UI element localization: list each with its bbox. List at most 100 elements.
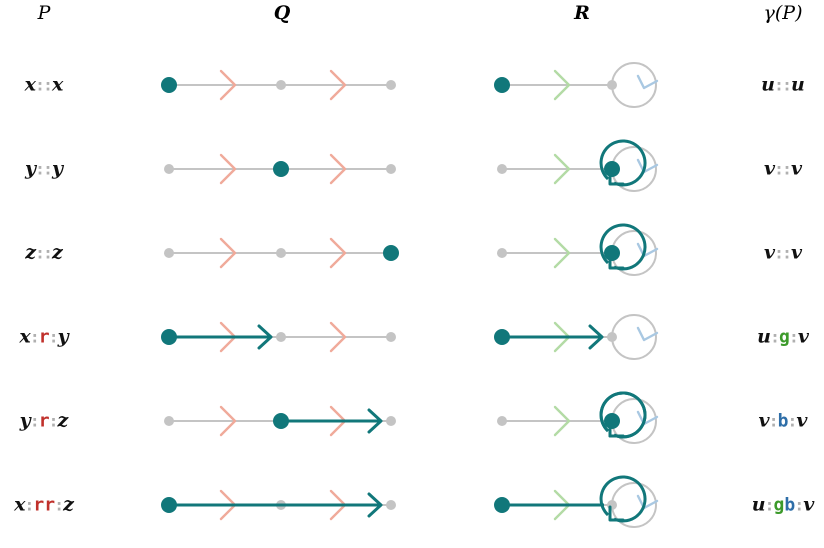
q-path-arrowhead xyxy=(257,324,273,350)
gamma-path-text: u::u xyxy=(761,74,805,97)
r-path-loop xyxy=(599,475,647,523)
path-end-vertex: x xyxy=(52,73,64,96)
path-label-letter: b xyxy=(784,494,796,516)
path-separator: : xyxy=(796,496,803,515)
r-path-start-node xyxy=(494,497,510,513)
p-path-text: x::x xyxy=(25,74,64,97)
path-label: r xyxy=(39,327,50,348)
path-start-vertex: x xyxy=(19,325,31,348)
path-separator: : xyxy=(784,244,790,263)
q-edge-arrow xyxy=(329,237,347,269)
path-end-vertex: z xyxy=(52,241,63,264)
path-start-vertex: x xyxy=(24,73,36,96)
path-start-vertex: z xyxy=(25,241,36,264)
path-start-vertex: y xyxy=(19,409,31,432)
path-separator: : xyxy=(776,160,782,179)
path-separator: : xyxy=(37,244,43,263)
q-path-start-node xyxy=(273,413,289,429)
header-p: P xyxy=(37,2,51,24)
r-edge-arrow xyxy=(553,237,571,269)
r-path-start-node xyxy=(494,329,510,345)
path-label-letter: r xyxy=(38,410,50,432)
path-separator: : xyxy=(50,328,57,347)
path-end-vertex: u xyxy=(791,73,805,96)
path-label: b xyxy=(778,411,789,432)
path-separator: : xyxy=(56,496,63,515)
r-path-loop xyxy=(599,139,647,187)
q-node xyxy=(386,416,396,426)
p-path-text: x:rr:z xyxy=(14,494,74,517)
p-path-text: x:r:y xyxy=(19,326,68,349)
q-edge-arrow xyxy=(329,69,347,101)
path-label-letter: b xyxy=(777,410,789,432)
r-path-loop xyxy=(599,223,647,271)
path-start-vertex: u xyxy=(757,325,771,348)
path-start-vertex: y xyxy=(24,157,36,180)
path-start-vertex: x xyxy=(14,493,26,516)
q-node xyxy=(164,248,174,258)
r-node xyxy=(607,332,617,342)
path-end-vertex: v xyxy=(791,157,803,180)
path-separator: : xyxy=(776,244,782,263)
path-end-vertex: v xyxy=(797,325,809,348)
r-node xyxy=(607,80,617,90)
path-separator: : xyxy=(766,496,773,515)
q-edge-arrow xyxy=(219,69,237,101)
q-node xyxy=(276,248,286,258)
q-node xyxy=(386,80,396,90)
q-path-start-node xyxy=(161,77,177,93)
path-label: rr xyxy=(33,495,55,516)
header-r: R xyxy=(574,2,590,24)
r-edge-arrow xyxy=(553,69,571,101)
path-end-vertex: z xyxy=(63,493,74,516)
path-start-vertex: u xyxy=(751,493,766,516)
r-edge-arrow xyxy=(553,405,571,437)
path-label-letter: g xyxy=(773,494,785,516)
path-separator: : xyxy=(790,328,797,347)
path-separator: : xyxy=(31,412,38,431)
path-separator: : xyxy=(784,76,790,95)
q-edge-arrow xyxy=(219,237,237,269)
r-edge-arrow xyxy=(553,153,571,185)
path-end-vertex: v xyxy=(791,241,803,264)
header-q: Q xyxy=(273,2,291,24)
path-separator: : xyxy=(771,328,778,347)
r-path-start-node xyxy=(604,161,620,177)
q-path-start-node xyxy=(161,497,177,513)
path-separator: : xyxy=(26,496,33,515)
path-separator: : xyxy=(45,160,51,179)
path-end-vertex: v xyxy=(803,493,815,516)
q-edge-arrow xyxy=(219,405,237,437)
path-label-letter: r xyxy=(33,494,45,516)
r-node xyxy=(497,164,507,174)
path-start-vertex: v xyxy=(763,157,775,180)
header-gamma: γ(P) xyxy=(763,2,803,24)
path-label: r xyxy=(39,411,50,432)
q-edge-arrow xyxy=(329,153,347,185)
r-path-start-node xyxy=(604,413,620,429)
q-node xyxy=(276,332,286,342)
q-node xyxy=(276,80,286,90)
gamma-path-text: v::v xyxy=(764,242,802,265)
p-path-text: y::y xyxy=(25,158,63,181)
gamma-path-text: u:g:v xyxy=(757,326,809,349)
path-separator: : xyxy=(770,412,777,431)
r-node xyxy=(497,248,507,258)
q-path-start-node xyxy=(383,245,399,261)
path-end-vertex: z xyxy=(57,409,69,432)
path-separator: : xyxy=(31,328,38,347)
path-start-vertex: v xyxy=(763,241,775,264)
q-path-start-node xyxy=(273,161,289,177)
path-start-vertex: u xyxy=(761,73,775,96)
path-end-vertex: y xyxy=(57,325,69,348)
p-path-text: z::z xyxy=(25,242,63,265)
gamma-path-text: u:gb:v xyxy=(752,494,815,517)
path-label: g xyxy=(779,327,790,348)
path-separator: : xyxy=(45,244,51,263)
r-path-loop-arrowhead xyxy=(608,505,625,522)
q-node xyxy=(386,164,396,174)
path-separator: : xyxy=(50,412,57,431)
path-separator: : xyxy=(45,76,51,95)
q-node xyxy=(164,416,174,426)
path-end-vertex: v xyxy=(796,409,808,432)
